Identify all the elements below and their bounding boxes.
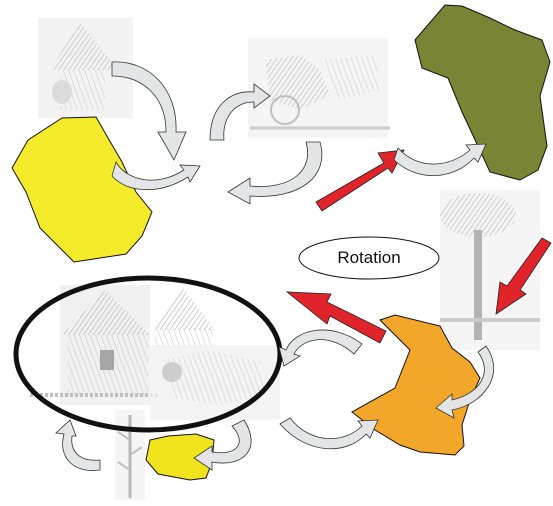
orange-plot-shape xyxy=(351,314,481,456)
plant-sketch xyxy=(115,410,145,500)
grey-arrow-group xyxy=(55,61,495,471)
red-arrow-to-orange xyxy=(495,237,552,315)
olive-plot-shape xyxy=(414,4,551,181)
grey-arrow-4 xyxy=(227,141,323,205)
red-arrow-to-enclosure xyxy=(285,291,387,344)
grey-arrow-6 xyxy=(435,345,495,419)
cattle-sketch xyxy=(150,345,280,420)
red-arrow-to-olive xyxy=(315,149,405,212)
rotation-label: Rotation xyxy=(337,248,401,267)
yellow-plot-shape xyxy=(11,116,153,263)
grey-arrow-9 xyxy=(193,419,252,471)
grey-arrow-2 xyxy=(111,160,201,191)
grey-arrow-7 xyxy=(278,329,363,367)
village-huts-sketch xyxy=(30,285,215,405)
grey-arrow-5 xyxy=(393,143,487,176)
grey-arrow-10 xyxy=(55,419,101,471)
village-enclosure-ring xyxy=(13,275,283,433)
rotation-label-ellipse xyxy=(298,236,440,280)
cattle-cart-sketch xyxy=(248,38,390,138)
grey-arrow-3 xyxy=(209,83,271,141)
grey-arrow-8 xyxy=(279,417,379,450)
grey-arrow-1 xyxy=(111,61,187,161)
small-yellow-plot-shape xyxy=(145,433,215,481)
